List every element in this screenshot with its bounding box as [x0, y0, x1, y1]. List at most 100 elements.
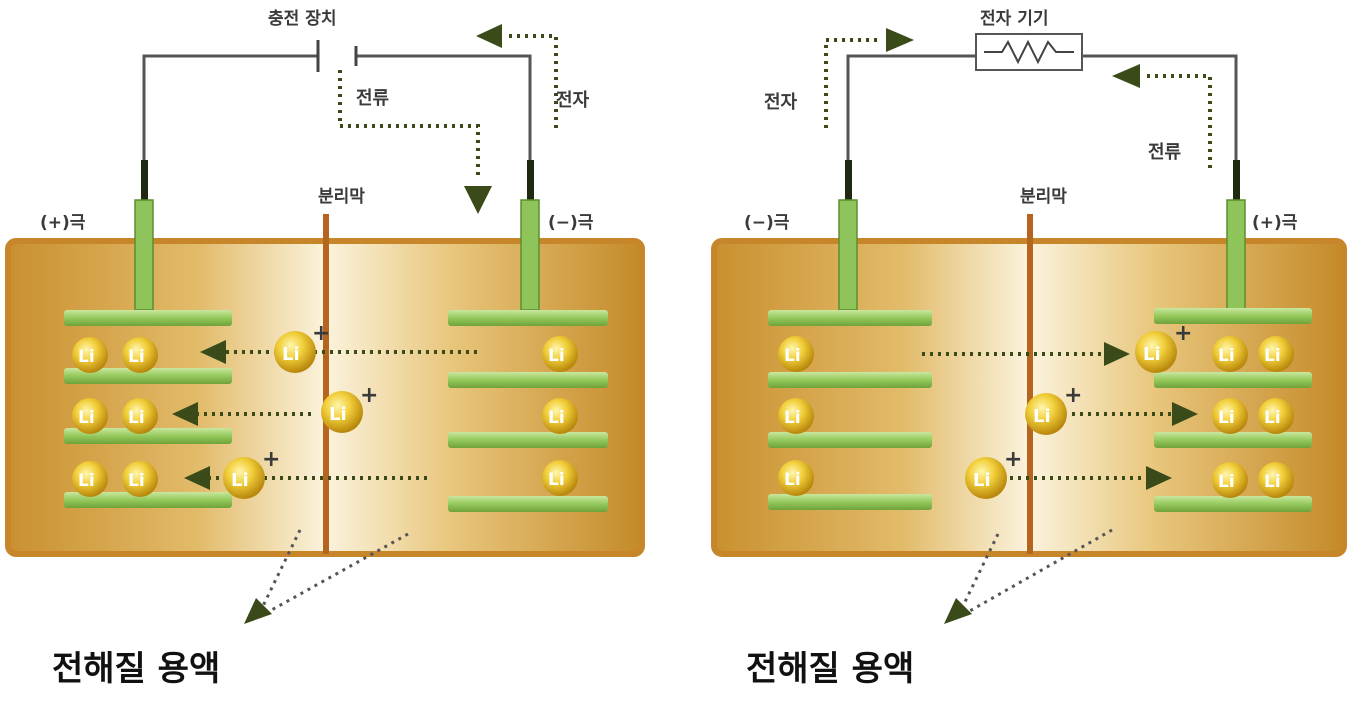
svg-text:Li: Li	[282, 344, 300, 365]
ion: Li	[778, 460, 814, 496]
svg-text:Li: Li	[1143, 344, 1161, 365]
right-negative-plates	[768, 310, 932, 510]
left-positive-stem	[134, 199, 154, 311]
svg-text:Li: Li	[784, 408, 801, 428]
svg-text:Li: Li	[128, 347, 145, 367]
svg-text:Li: Li	[128, 408, 145, 428]
left-lead-negative	[527, 160, 534, 200]
right-positive-label: (+)극	[1252, 213, 1298, 233]
right-negative-label: (−)극	[744, 213, 790, 233]
left-electrolyte-label: 전해질 용액	[52, 649, 220, 689]
ion: Li	[1258, 336, 1294, 372]
svg-text:Li: Li	[128, 471, 145, 491]
right-electron-path	[824, 38, 880, 128]
left-negative-plates	[448, 310, 608, 512]
ion: Li	[1212, 336, 1248, 372]
moving-ion: Li +	[223, 447, 280, 499]
ion: Li	[72, 461, 108, 497]
right-current-arrowhead	[1112, 64, 1140, 88]
ion: Li	[542, 460, 578, 496]
left-electrolyte-pointer	[244, 529, 409, 624]
resistor-icon	[984, 39, 1074, 65]
ion: Li	[542, 398, 578, 434]
svg-text:+: +	[312, 321, 330, 346]
ion: Li	[122, 337, 158, 373]
right-electron-label: 전자	[764, 92, 798, 113]
left-lead-positive	[141, 160, 148, 200]
ion: Li	[1212, 398, 1248, 434]
svg-text:Li: Li	[1218, 346, 1235, 366]
right-lead-negative	[845, 160, 852, 200]
svg-text:Li: Li	[548, 408, 565, 428]
ion: Li	[1212, 462, 1248, 498]
right-electrolyte-pointer	[944, 528, 1113, 624]
svg-text:+: +	[1004, 447, 1022, 472]
svg-text:+: +	[262, 447, 280, 472]
charger-label: 충전 장치	[268, 9, 336, 29]
moving-ion: Li +	[321, 383, 378, 433]
svg-text:Li: Li	[231, 470, 249, 491]
svg-text:+: +	[360, 383, 378, 408]
left-positive-plates	[64, 310, 232, 508]
svg-text:Li: Li	[1218, 472, 1235, 492]
right-lead-positive	[1233, 160, 1240, 200]
svg-text:Li: Li	[548, 346, 565, 366]
left-wire-positive	[142, 54, 318, 198]
left-ion-arrows	[172, 340, 480, 490]
left-panel: 충전 장치 전류 전자 (+)극 (−)극 분리막	[5, 9, 645, 689]
svg-text:+: +	[1064, 383, 1082, 408]
svg-text:Li: Li	[78, 347, 95, 367]
ion: Li	[778, 398, 814, 434]
svg-text:Li: Li	[1264, 408, 1281, 428]
ion: Li	[122, 398, 158, 434]
left-positive-label: (+)극	[40, 213, 86, 233]
left-current-arrowhead	[464, 186, 492, 214]
left-ions: Li Li Li Li Li Li Li + Li + Li + Li Li Li	[72, 321, 578, 499]
left-electron-arrowhead	[476, 24, 502, 48]
svg-text:Li: Li	[784, 470, 801, 490]
right-separator-label: 분리막	[1020, 187, 1067, 207]
svg-text:Li: Li	[784, 346, 801, 366]
svg-text:Li: Li	[1218, 408, 1235, 428]
right-positive-plates	[1154, 308, 1312, 512]
right-current-path	[1144, 74, 1212, 168]
moving-ion: Li +	[1025, 383, 1082, 435]
left-wire-negative	[356, 54, 532, 198]
svg-text:Li: Li	[329, 404, 347, 425]
ion: Li	[542, 336, 578, 372]
svg-text:Li: Li	[78, 408, 95, 428]
left-negative-stem	[520, 199, 540, 311]
ion: Li	[72, 337, 108, 373]
left-electron-label: 전자	[556, 90, 590, 111]
ion: Li	[122, 461, 158, 497]
ion: Li	[778, 336, 814, 372]
svg-text:Li: Li	[1033, 406, 1051, 427]
moving-ion: Li +	[965, 447, 1022, 499]
right-electrolyte-label: 전해질 용액	[746, 649, 914, 689]
right-wire-negative	[846, 54, 976, 198]
svg-text:+: +	[1174, 321, 1192, 346]
right-ion-arrows	[922, 342, 1198, 490]
right-electron-arrowhead	[886, 28, 914, 52]
moving-ion: Li +	[1135, 321, 1192, 373]
ion: Li	[1258, 462, 1294, 498]
left-separator-label: 분리막	[318, 187, 365, 207]
svg-text:Li: Li	[78, 471, 95, 491]
left-negative-label: (−)극	[548, 213, 594, 233]
svg-text:Li: Li	[548, 470, 565, 490]
ion: Li	[72, 398, 108, 434]
right-negative-stem	[838, 199, 858, 311]
right-ions: Li Li Li Li + Li + Li + Li Li Li Li Li Li	[778, 321, 1294, 499]
moving-ion: Li +	[274, 321, 330, 373]
right-positive-stem	[1226, 199, 1246, 311]
left-current-path	[338, 70, 480, 180]
right-current-label: 전류	[1148, 142, 1181, 163]
svg-text:Li: Li	[1264, 472, 1281, 492]
svg-text:Li: Li	[1264, 346, 1281, 366]
right-panel: 전자 기기 전자 전류 (−)극 (+)극 분리막	[711, 9, 1347, 689]
left-current-label: 전류	[356, 88, 389, 109]
right-wire-positive	[1082, 54, 1238, 198]
svg-text:Li: Li	[973, 470, 991, 491]
